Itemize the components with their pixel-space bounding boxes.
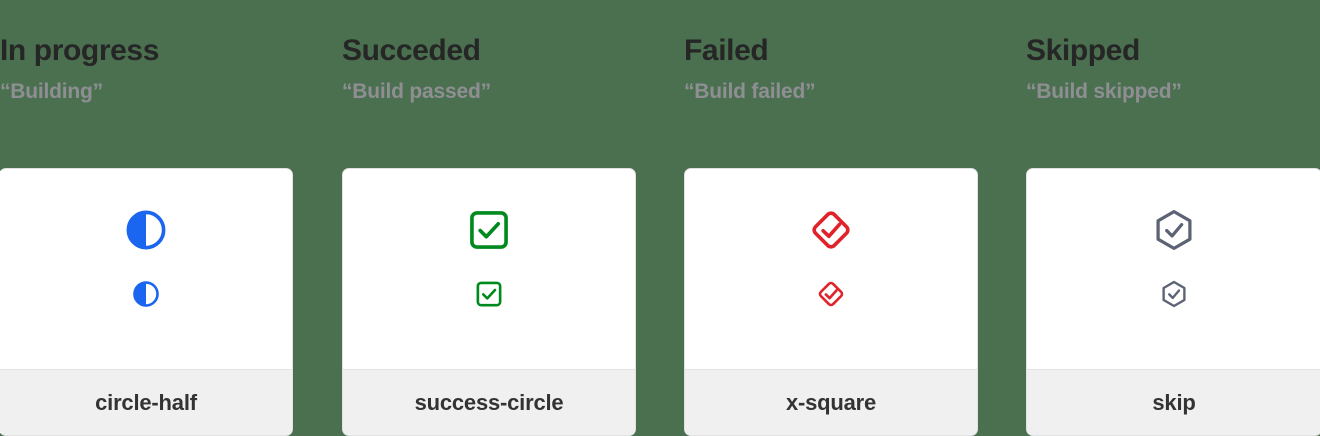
column-header: Skipped “Build skipped” bbox=[1026, 0, 1320, 104]
icon-card-skip[interactable]: skip bbox=[1026, 168, 1320, 436]
skip-icon bbox=[1156, 209, 1192, 251]
card-footer: x-square bbox=[685, 369, 977, 435]
icon-name-label: skip bbox=[1152, 389, 1196, 415]
x-square-icon-small bbox=[818, 281, 844, 307]
icon-name-label: x-square bbox=[785, 389, 877, 415]
column-title: Failed bbox=[684, 34, 769, 67]
card-icon-preview bbox=[343, 169, 635, 369]
card-footer: circle-half bbox=[0, 369, 292, 435]
card-footer: success-circle bbox=[343, 369, 635, 435]
success-circle-icon-small bbox=[476, 281, 502, 307]
skip-icon-small bbox=[1162, 280, 1186, 308]
icon-card-success-circle[interactable]: success-circle bbox=[342, 168, 636, 436]
column-header: Failed “Build failed” bbox=[684, 0, 978, 104]
column-header: In progress “Building” bbox=[0, 0, 294, 104]
icon-card-circle-half[interactable]: circle-half bbox=[0, 168, 293, 436]
column-title: In progress bbox=[0, 34, 159, 67]
status-column-succeded: Succeded “Build passed” success-circle bbox=[342, 0, 636, 436]
icon-name-label: circle-half bbox=[95, 389, 197, 415]
column-subtitle: “Build passed” bbox=[342, 79, 491, 103]
card-icon-preview bbox=[0, 169, 292, 369]
column-title: Succeded bbox=[342, 34, 481, 67]
circle-half-icon bbox=[126, 210, 166, 250]
icon-card-x-square[interactable]: x-square bbox=[684, 168, 978, 436]
card-footer: skip bbox=[1027, 369, 1320, 435]
column-title: Skipped bbox=[1026, 34, 1140, 67]
success-circle-icon bbox=[470, 211, 508, 249]
column-subtitle: “Building” bbox=[0, 79, 103, 103]
status-column-in-progress: In progress “Building” circle-half bbox=[0, 0, 294, 436]
circle-half-icon-small bbox=[133, 281, 159, 307]
x-square-icon bbox=[812, 211, 850, 249]
status-column-failed: Failed “Build failed” x-square bbox=[684, 0, 978, 436]
status-column-skipped: Skipped “Build skipped” skip bbox=[1026, 0, 1320, 436]
column-subtitle: “Build skipped” bbox=[1026, 79, 1182, 103]
card-icon-preview bbox=[1027, 169, 1320, 369]
column-header: Succeded “Build passed” bbox=[342, 0, 636, 104]
column-subtitle: “Build failed” bbox=[684, 79, 816, 103]
card-icon-preview bbox=[685, 169, 977, 369]
icon-name-label: success-circle bbox=[414, 389, 564, 415]
